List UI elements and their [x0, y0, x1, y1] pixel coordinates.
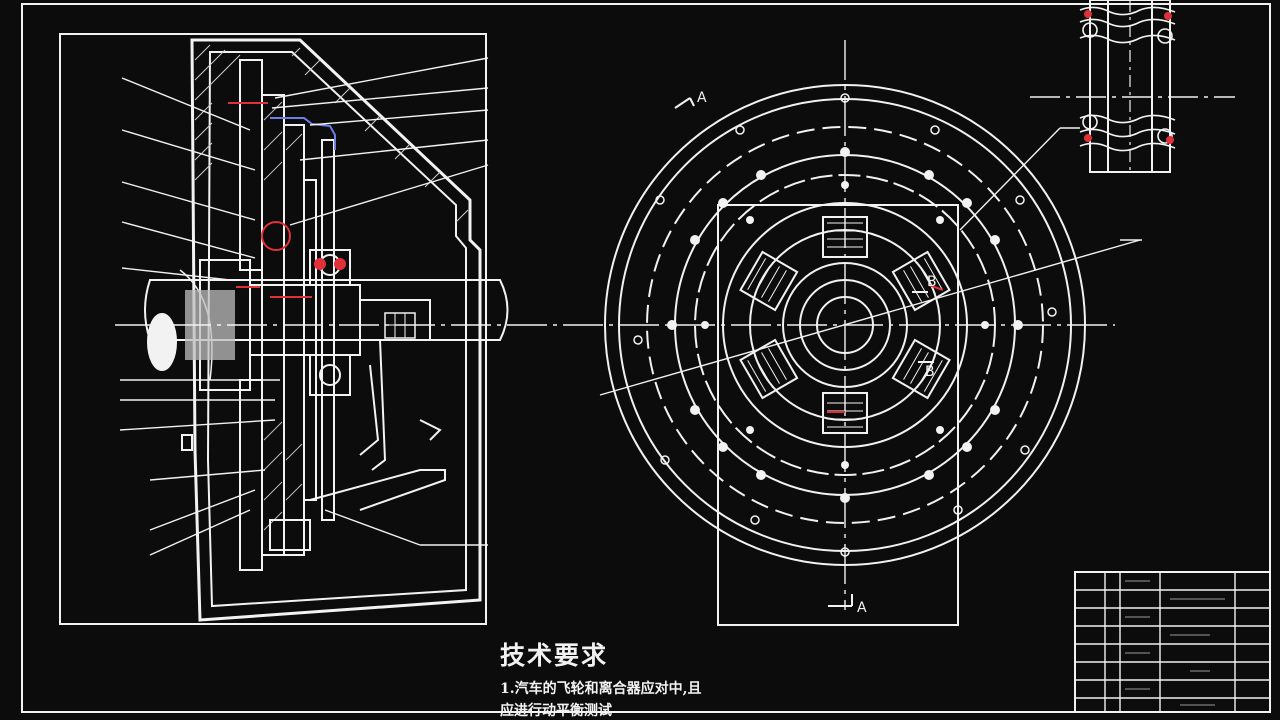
section-label-b-bottom: B	[925, 364, 935, 380]
technical-requirement-line-1: 1.汽车的飞轮和离合器应对中,且	[500, 681, 702, 697]
clutch-cross-section-view	[59, 33, 509, 625]
section-label-a-bottom: A	[857, 600, 867, 616]
technical-requirement-line-2: 应进行动平衡测试	[500, 703, 612, 719]
leader-lines-left	[119, 57, 489, 556]
section-marker-a-bottom	[828, 594, 853, 607]
section-marker-a-top	[674, 97, 695, 109]
section-label-b-top: B	[927, 274, 937, 290]
clutch-front-view	[599, 40, 1142, 626]
section-marker-b	[912, 291, 934, 363]
section-label-a-top: A	[697, 90, 707, 106]
sheet-border	[21, 3, 1271, 713]
spring-detail-view	[1030, 0, 1235, 173]
title-block	[1074, 571, 1271, 713]
technical-requirements-title: 技术要求	[500, 641, 609, 670]
bolt-holes-outer	[633, 93, 1057, 557]
red-marks-front	[827, 284, 944, 413]
rivet-holes	[667, 147, 1023, 503]
